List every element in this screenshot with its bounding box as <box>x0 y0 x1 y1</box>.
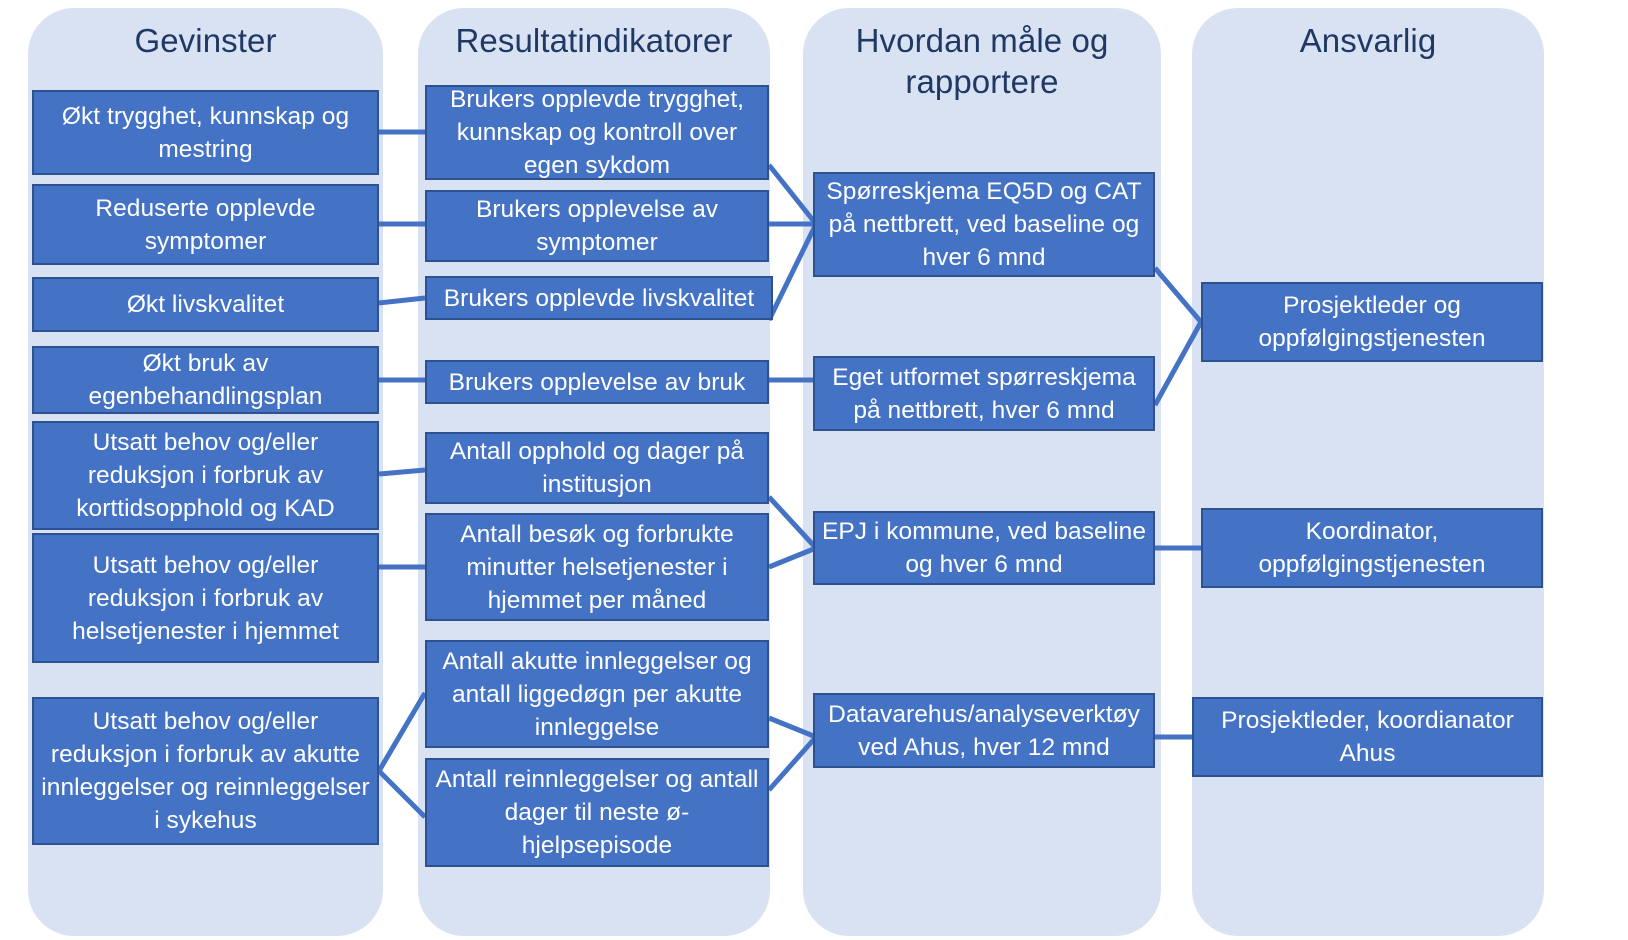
panel-hvordan-male-og-rapportere <box>803 8 1161 936</box>
node-r3-label: Brukers opplevde livskvalitet <box>443 284 755 312</box>
node-r6-label: Antall besøk og forbrukte minutter helse… <box>460 520 734 614</box>
node-r4-label: Brukers opplevelse av bruk <box>448 368 746 396</box>
node-g7-label: Utsatt behov og/eller reduksjon i forbru… <box>41 708 370 834</box>
panel-title-gevinster: Gevinster <box>134 22 277 59</box>
node-r1[interactable]: Brukers opplevde trygghet, kunnskap og k… <box>425 85 769 180</box>
node-g4-label: Økt bruk av egenbehandlingsplan <box>88 350 323 410</box>
node-r1-label: Brukers opplevde trygghet, kunnskap og k… <box>449 86 745 179</box>
node-r4[interactable]: Brukers opplevelse av bruk <box>425 360 769 404</box>
node-m3[interactable]: EPJ i kommune, ved baseline og hver 6 mn… <box>813 511 1155 585</box>
node-m4-label: Datavarehus/analyseverktøy ved Ahus, hve… <box>828 700 1140 761</box>
node-g3[interactable]: Økt livskvalitet <box>32 277 379 332</box>
node-g5-label: Utsatt behov og/eller reduksjon i forbru… <box>76 429 335 522</box>
node-g2[interactable]: Reduserte opplevde symptomer <box>32 184 379 265</box>
node-a2[interactable]: Koordinator, oppfølgingstjenesten <box>1201 508 1543 588</box>
node-r6[interactable]: Antall besøk og forbrukte minutter helse… <box>425 513 769 621</box>
node-a1-label: Prosjektleder og oppfølgingstjenesten <box>1258 292 1486 352</box>
node-m2[interactable]: Eget utformet spørreskjema på nettbrett,… <box>813 356 1155 431</box>
node-m4[interactable]: Datavarehus/analyseverktøy ved Ahus, hve… <box>813 693 1155 768</box>
node-g2-label: Reduserte opplevde symptomer <box>95 194 316 255</box>
node-a3[interactable]: Prosjektleder, koordianator Ahus <box>1192 697 1543 777</box>
node-a2-label: Koordinator, oppfølgingstjenesten <box>1258 518 1486 578</box>
node-r8-label: Antall reinnleggelser og antall dager ti… <box>435 766 759 859</box>
panel-title-hvordan-male-og-rapportere: Hvordan måle og rapportere <box>855 22 1109 100</box>
node-m1[interactable]: Spørreskjema EQ5D og CAT på nettbrett, v… <box>813 172 1155 277</box>
node-g1[interactable]: Økt trygghet, kunnskap og mestring <box>32 90 379 175</box>
node-a1[interactable]: Prosjektleder og oppfølgingstjenesten <box>1201 282 1543 362</box>
node-r2[interactable]: Brukers opplevelse av symptomer <box>425 190 769 262</box>
node-m3-label: EPJ i kommune, ved baseline og hver 6 mn… <box>821 518 1147 578</box>
node-g6[interactable]: Utsatt behov og/eller reduksjon i forbru… <box>32 533 379 663</box>
node-r8[interactable]: Antall reinnleggelser og antall dager ti… <box>425 758 769 867</box>
node-r7[interactable]: Antall akutte innleggelser og antall lig… <box>425 640 769 748</box>
node-g4[interactable]: Økt bruk av egenbehandlingsplan <box>32 346 379 414</box>
node-r3[interactable]: Brukers opplevde livskvalitet <box>425 276 773 320</box>
node-a3-label: Prosjektleder, koordianator Ahus <box>1221 707 1514 767</box>
panel-title-resultatindikatorer: Resultatindikatorer <box>455 22 733 59</box>
panel-title-ansvarlig: Ansvarlig <box>1299 22 1437 59</box>
node-r5-label: Antall opphold og dager på institusjon <box>449 438 745 498</box>
node-g3-label: Økt livskvalitet <box>126 291 285 318</box>
node-m2-label: Eget utformet spørreskjema på nettbrett,… <box>832 363 1136 424</box>
node-r2-label: Brukers opplevelse av symptomer <box>475 196 719 256</box>
node-g1-label: Økt trygghet, kunnskap og mestring <box>61 102 350 163</box>
node-r5[interactable]: Antall opphold og dager på institusjon <box>425 432 769 504</box>
node-g6-label: Utsatt behov og/eller reduksjon i forbru… <box>72 551 339 645</box>
panel-ansvarlig <box>1192 8 1544 936</box>
node-g5[interactable]: Utsatt behov og/eller reduksjon i forbru… <box>32 421 379 530</box>
node-g7[interactable]: Utsatt behov og/eller reduksjon i forbru… <box>32 697 379 845</box>
node-m1-label: Spørreskjema EQ5D og CAT på nettbrett, v… <box>826 178 1142 271</box>
node-r7-label: Antall akutte innleggelser og antall lig… <box>442 647 752 741</box>
